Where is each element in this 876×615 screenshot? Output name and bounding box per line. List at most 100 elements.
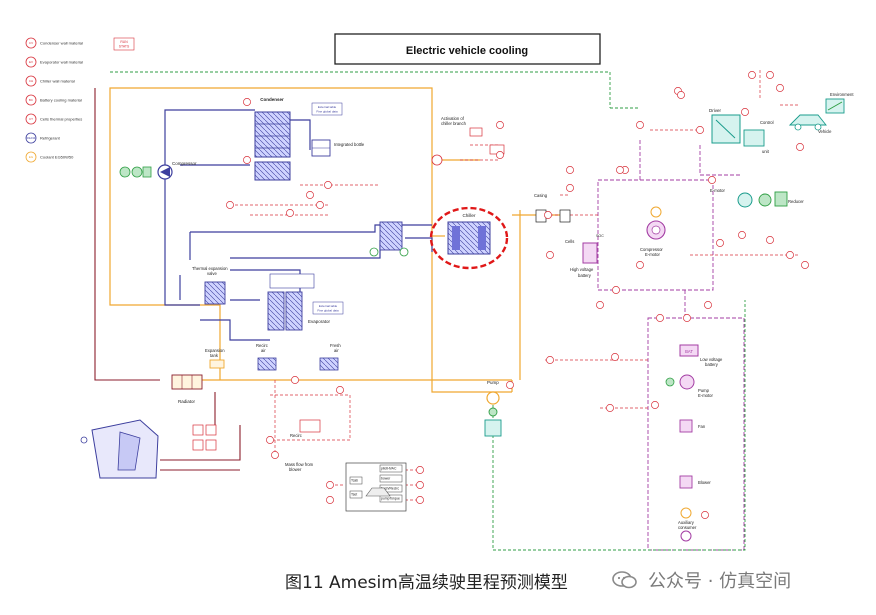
diagram-title: Electric vehicle cooling [406, 45, 528, 57]
activation-chiller-branch[interactable]: Activation of chiller branch [431, 116, 505, 166]
pump-label: Pump [487, 380, 499, 385]
green-signal-loop [110, 71, 746, 551]
expansion-tank[interactable]: Expansion tank [205, 348, 225, 369]
svg-text:External table: External table [319, 304, 338, 308]
vehicle[interactable]: Vehicle [788, 114, 832, 134]
sensor-node [738, 231, 746, 239]
legend-label: Condenser wall material [40, 41, 83, 46]
hv-battery-label-1: High voltage [570, 267, 594, 272]
battery-cells[interactable]: Casing Cells [534, 193, 574, 244]
hv-battery-label-2: battery [578, 273, 592, 278]
run-stats-box[interactable]: RUN STATS [113, 37, 135, 51]
recirc-air-label-2: air [261, 348, 266, 353]
sensor-node [416, 481, 424, 489]
sensor-node [546, 251, 554, 259]
sensor-node [416, 466, 424, 474]
radiator[interactable]: Radiator [171, 374, 203, 404]
activation-chiller-label: Activation of [441, 116, 465, 121]
legend-label: Evaporator wall material [40, 60, 83, 65]
pump-emotor[interactable]: Pump E-motor [665, 374, 713, 398]
compressor-label: Compressor [172, 161, 197, 166]
legend-code: CV [29, 41, 33, 45]
legend-item: EV Evaporator wall material [25, 56, 83, 68]
environment[interactable]: Environment [825, 92, 854, 114]
driver[interactable]: Driver [709, 108, 741, 144]
compressor-motor[interactable] [119, 166, 152, 178]
sensor-node [226, 201, 234, 209]
control-unit[interactable]: Control unit [743, 120, 774, 154]
legend-code: EV [29, 60, 33, 64]
watermark: 公众号 · 仿真空间 [612, 567, 791, 593]
thermal-expansion-valve[interactable]: Thermal expansion valve [192, 266, 228, 305]
sensor-node [748, 71, 756, 79]
fan[interactable]: Fan [679, 419, 706, 433]
mass-flow-label-1: Mass flow from [285, 462, 314, 467]
evaporator-table-box: External table Fine global data [312, 301, 344, 315]
sensor-node [766, 71, 774, 79]
blower[interactable]: Blower [679, 475, 711, 489]
compressor-emotor-label-1: Compressor [640, 247, 663, 252]
condenser[interactable]: Condenser [254, 97, 291, 181]
sensor-node [606, 404, 614, 412]
sensor-node [716, 239, 724, 247]
casing-label: Casing [534, 193, 548, 198]
sensor-node [271, 451, 279, 459]
fresh-air[interactable]: Fresh air [319, 343, 341, 371]
reducer-label: Reducer [788, 199, 804, 204]
integrated-bottle[interactable]: Integrated bottle [311, 139, 365, 157]
auxiliary-consumer[interactable]: Auxiliary consumer [678, 507, 697, 542]
reducer[interactable]: Reducer [774, 191, 804, 207]
fresh-air-label-2: air [334, 348, 339, 353]
chiller[interactable]: Chiller [447, 213, 491, 255]
control-unit-label-1: Control [760, 120, 774, 125]
sensor-node [506, 381, 514, 389]
sensor-node [266, 436, 274, 444]
title-box: Electric vehicle cooling [334, 33, 601, 65]
compressor[interactable]: Compressor [157, 161, 197, 180]
sensor-node [566, 184, 574, 192]
svg-text:STATS: STATS [119, 45, 130, 49]
recirc-air[interactable]: Recirc air [256, 343, 277, 371]
sensor-node [741, 108, 749, 116]
cells-label: Cells [565, 239, 574, 244]
watermark-text: 公众号 · 仿真空间 [648, 571, 792, 592]
fan-label: Fan [698, 424, 706, 429]
signal-box: TcabTsetpilotHVACbowerfresh/RecircpumpTo… [345, 462, 407, 512]
sensor-node [544, 211, 552, 219]
cabin-loop [94, 88, 241, 471]
low-voltage-battery[interactable]: BAT Low voltage battery [679, 344, 723, 367]
legend-item: CH Chiller wall material [25, 75, 75, 87]
sensor-node [326, 496, 334, 504]
sensor-node [616, 166, 624, 174]
sensor-node [496, 151, 504, 159]
legend-code: CT [29, 117, 33, 121]
recirc-block[interactable]: Recirc Mass flow from blower [285, 419, 321, 472]
sensor-node [776, 84, 784, 92]
sensor-node [326, 481, 334, 489]
sensor-node [683, 314, 691, 322]
expansion-tank-label-1: Expansion [205, 348, 225, 353]
sensor-group [226, 71, 809, 519]
sensor-node [566, 166, 574, 174]
compressor-emotor[interactable]: Compressor E-motor [640, 206, 666, 257]
pump-emotor-label-2: E-motor [698, 393, 713, 398]
lv-battery-label-1: Low voltage [700, 357, 723, 362]
legend-label: Refrigerant [40, 136, 61, 141]
legend-label: Cells thermal properties [40, 117, 82, 122]
legend-code: R1234 [27, 136, 36, 140]
evaporator[interactable]: Evaporator [267, 273, 331, 331]
sensor-node [651, 401, 659, 409]
legend-code: CH [29, 79, 33, 83]
radiator-label: Radiator [178, 399, 196, 404]
high-voltage-battery[interactable]: High voltage battery SOC [570, 234, 604, 278]
sensor-node [612, 286, 620, 294]
cabin-sensors [192, 424, 217, 451]
sensor-node [611, 353, 619, 361]
emotor[interactable]: E-motor [710, 188, 772, 208]
mass-flow-label-2: blower [289, 467, 302, 472]
svg-text:Fine global data: Fine global data [317, 309, 339, 313]
legend-label: Chiller wall material [40, 79, 75, 84]
pump[interactable]: Pump [484, 380, 502, 437]
